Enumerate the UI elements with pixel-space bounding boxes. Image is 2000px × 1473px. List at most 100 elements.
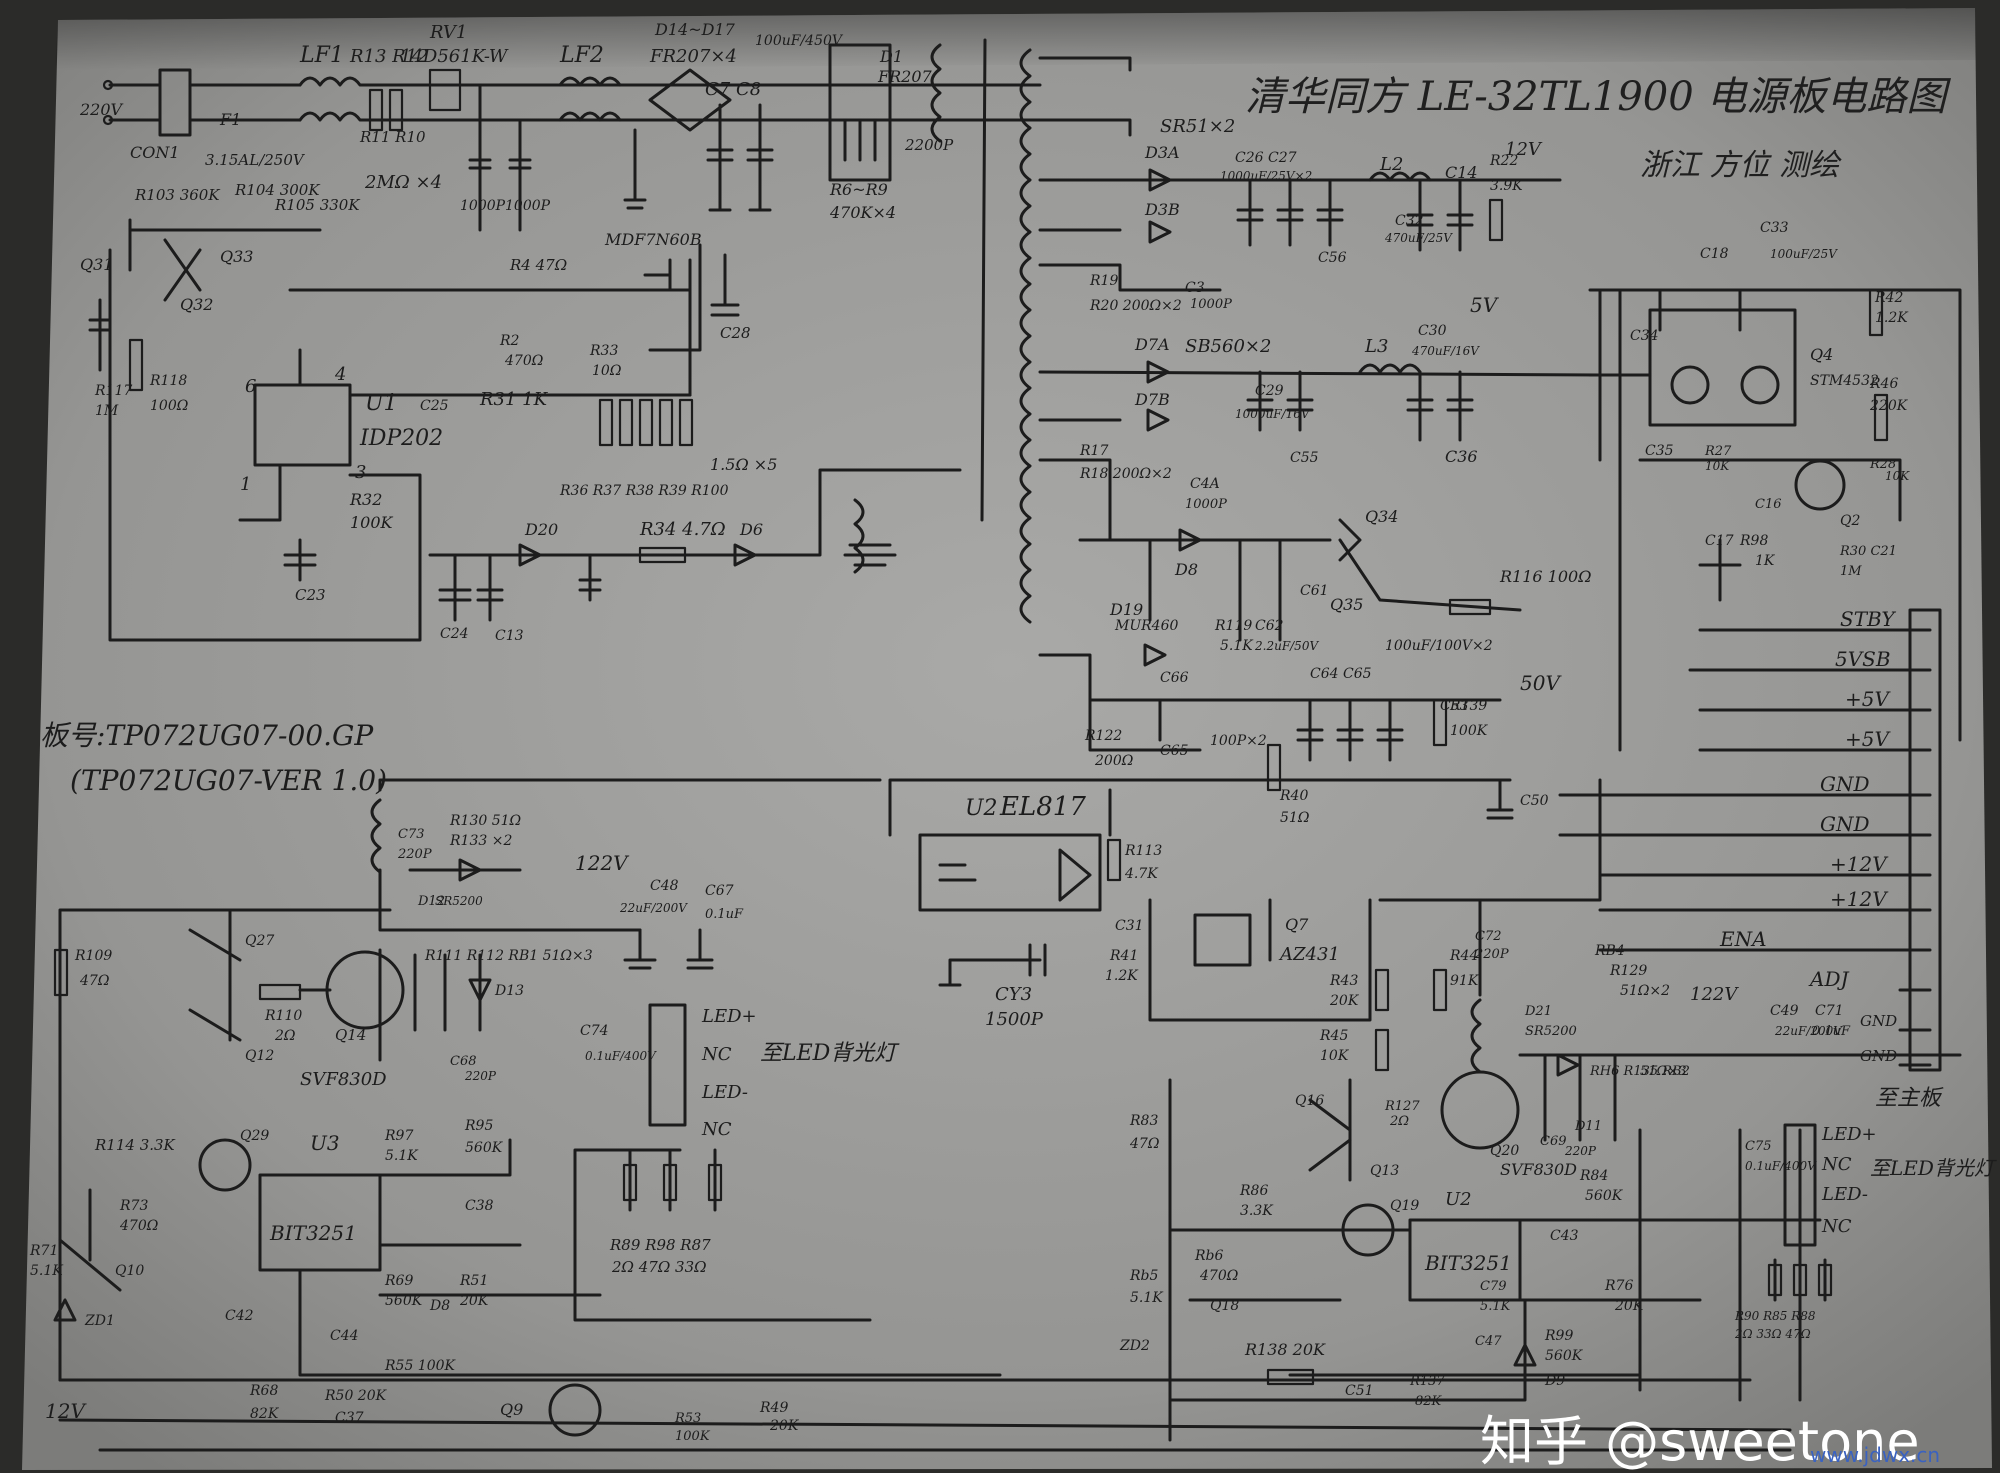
label-c65-value: 100P×2: [1210, 733, 1267, 749]
label-d1-value: FR207: [877, 67, 933, 86]
label-q14: Q14: [335, 1026, 366, 1044]
label-q12: Q12: [245, 1048, 274, 1064]
label-u2-second: U2: [1445, 1189, 1472, 1210]
label-r122-value: 200Ω: [1094, 753, 1134, 769]
label-d3a: D3A: [1144, 143, 1180, 162]
label-c69: C69: [1540, 1134, 1567, 1149]
label-f1: F1: [219, 110, 241, 129]
label-q7: Q7: [1285, 915, 1309, 934]
label-d1: D1: [879, 47, 903, 66]
label-r110: R110: [264, 1008, 302, 1024]
label-r73: R73: [119, 1198, 148, 1214]
label-c48: C48: [650, 878, 679, 894]
label-c74-value: 0.1uF/400V: [585, 1049, 657, 1063]
rail-122v-right: 122V: [1690, 984, 1739, 1005]
rail-12v-input: 12V: [45, 1399, 87, 1423]
label-r20: R20 200Ω×2: [1089, 298, 1182, 314]
rail-122v-left: 122V: [575, 851, 630, 875]
label-c66: C66: [1160, 670, 1189, 686]
label-r97-value: 5.1K: [385, 1148, 419, 1164]
label-el817: EL817: [999, 792, 1086, 822]
label-r84-value: 560K: [1585, 1188, 1624, 1204]
label-c69-value: 220P: [1564, 1144, 1597, 1158]
label-c55: C55: [1290, 450, 1319, 466]
main-connector-pin-6: +12V: [1830, 852, 1889, 876]
label-u1-pin4: 4: [334, 364, 346, 385]
label-q18: Q18: [1210, 1298, 1239, 1314]
label-mdf7n60b: MDF7N60B: [604, 230, 702, 249]
label-r68-value: 82K: [250, 1406, 280, 1422]
label-r28: R28: [1869, 457, 1896, 472]
label-d20: D20: [524, 520, 558, 539]
paper-shadow: [55, 8, 1976, 70]
label-q33: Q33: [220, 247, 253, 266]
label-r129-value: 51Ω×2: [1620, 983, 1670, 999]
label-q29: Q29: [240, 1128, 269, 1144]
label-l2: L2: [1379, 154, 1403, 175]
label-r30-value: 1M: [1840, 564, 1862, 579]
label-d8-second: D8: [429, 1298, 450, 1314]
label-d7b: D7B: [1134, 390, 1170, 409]
label-c2200: 2200P: [904, 136, 954, 154]
label-r49: R49: [759, 1400, 788, 1416]
label-l3: L3: [1364, 336, 1388, 357]
label-r97: R97: [384, 1128, 413, 1144]
label-r28-value: 10K: [1885, 469, 1910, 483]
label-u1-pin3: 3: [355, 462, 366, 483]
label-q13: Q13: [1370, 1163, 1399, 1179]
label-c29: C29: [1255, 383, 1284, 399]
label-c26c27: C26 C27: [1235, 150, 1297, 166]
label-c67-value: 0.1uF: [705, 907, 744, 922]
label-r45-value: 10K: [1320, 1048, 1350, 1064]
label-r19: R19: [1089, 273, 1118, 289]
label-q4-value: STM4532: [1810, 373, 1879, 389]
label-q20: Q20: [1490, 1143, 1519, 1159]
label-c14: C14: [1445, 163, 1478, 182]
feedback-section: [888, 778, 1602, 1072]
label-c4a-value: 1000P: [1185, 497, 1227, 512]
label-r53-value: 100K: [675, 1429, 711, 1444]
main-connector-pin-4: GND: [1820, 772, 1870, 796]
label-r105: R105 330K: [274, 196, 360, 214]
label-q19: Q19: [1390, 1198, 1419, 1214]
label-c42: C42: [225, 1308, 254, 1324]
label-r130: R130 51Ω: [449, 813, 522, 829]
label-r30c21: R30 C21: [1839, 544, 1897, 559]
label-r99: R99: [1544, 1328, 1573, 1344]
label-q2: Q2: [1840, 513, 1860, 529]
label-r44-value: 91K: [1450, 973, 1480, 989]
label-f1-value: 3.15AL/250V: [205, 151, 306, 169]
led-right-pin-1: NC: [1821, 1154, 1852, 1175]
label-r110-value: 2Ω: [274, 1028, 296, 1044]
watermark-url: www.jdwx.cn: [1810, 1443, 1940, 1467]
label-c13: C13: [495, 628, 524, 644]
label-r76: R76: [1604, 1278, 1633, 1294]
label-r89-values: 2Ω 47Ω 33Ω: [611, 1258, 707, 1276]
main-connector-caption: 至主板: [1875, 1086, 1944, 1111]
label-r129: R129: [1609, 963, 1647, 979]
label-r86: R86: [1239, 1183, 1268, 1199]
label-r76-value: 20K: [1614, 1298, 1645, 1314]
rail-12v: 12V: [1505, 139, 1543, 160]
label-q32: Q32: [180, 295, 213, 314]
label-d3b: D3B: [1144, 200, 1180, 219]
main-connector-pin-1: 5VSB: [1835, 647, 1891, 671]
main-connector-pin-0: STBY: [1840, 607, 1896, 631]
label-r51-value: 20K: [459, 1293, 490, 1309]
label-c65: C65: [1160, 743, 1189, 759]
label-r118: R118: [149, 373, 187, 389]
label-r86-value: 3.3K: [1240, 1203, 1274, 1219]
label-r43-value: 20K: [1329, 993, 1360, 1009]
label-r18: R18 200Ω×2: [1079, 466, 1172, 482]
label-c75: C75: [1745, 1139, 1772, 1154]
led-left-pin-3: NC: [701, 1119, 732, 1140]
label-q9: Q9: [500, 1400, 523, 1419]
label-r27: R27: [1704, 444, 1732, 459]
label-c100p1: 1000P: [460, 198, 506, 214]
label-d21: D21: [1524, 1004, 1552, 1019]
label-ac-input: 220V: [79, 100, 124, 119]
label-rb5: Rb5: [1129, 1268, 1159, 1284]
label-c72: C72: [1475, 929, 1502, 944]
